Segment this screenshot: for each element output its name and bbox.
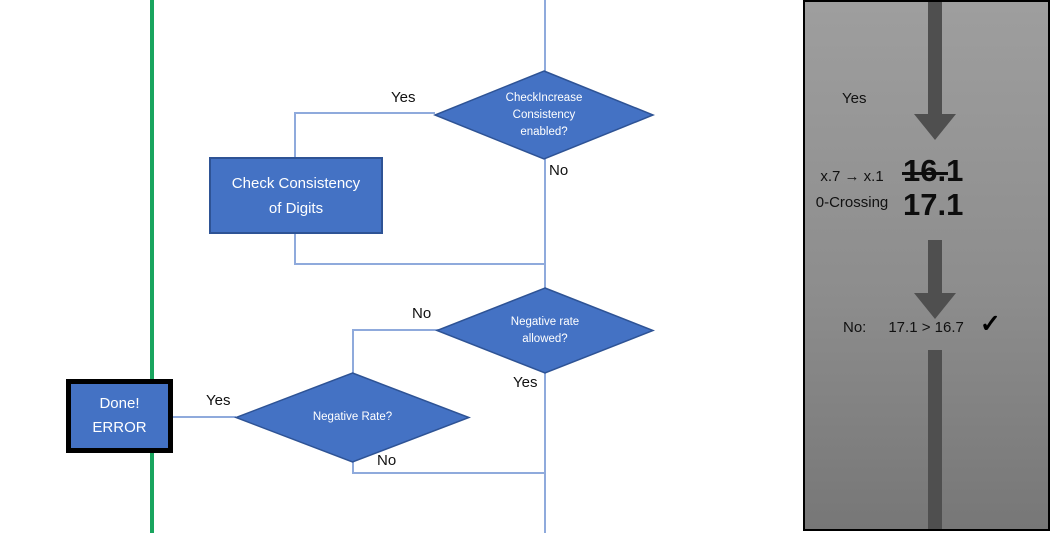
label-decision3-yes: Yes <box>206 392 231 409</box>
connector-yes1-horizontal <box>294 112 435 114</box>
label-decision3-no: No <box>377 452 397 469</box>
down-arrow-icon <box>914 293 956 319</box>
connector-yes3-horizontal <box>172 416 236 418</box>
decision-negative-rate-allowed-label: Negative rate allowed? <box>510 315 580 345</box>
decision-check-increase: CheckIncrease Consistency enabled? <box>433 70 655 160</box>
decision-negative-rate: Negative Rate? <box>234 372 471 463</box>
connector-yes1-vertical <box>294 112 296 158</box>
green-divider-line <box>150 0 154 533</box>
connector-main-vertical <box>544 0 546 533</box>
down-arrow-icon <box>914 114 956 140</box>
down-arrow-icon <box>928 240 942 293</box>
decision-negative-rate-allowed: Negative rate allowed? <box>435 287 655 374</box>
value-comparison: 16.1 17.1 <box>901 153 964 222</box>
annotation-panel: Yes x.7 → x.1 0-Crossing 16.1 17.1 No: 1… <box>803 0 1050 531</box>
connector-no3-vertical <box>352 461 354 474</box>
label-decision2-no: No <box>412 305 432 322</box>
connector-return-horizontal <box>294 263 546 265</box>
checkmark-icon: ✓ <box>979 310 1001 338</box>
connector-no3-horizontal <box>352 472 546 474</box>
result-comparison: 17.1 > 16.7 <box>888 318 964 336</box>
label-decision2-yes: Yes <box>513 374 538 391</box>
diamond-shape <box>435 287 655 374</box>
process-check-consistency-label: Check Consistency of Digits <box>231 174 361 217</box>
connector-return-vertical <box>294 234 296 265</box>
process-check-consistency: Check Consistency of Digits <box>209 157 383 234</box>
down-arrow-stem-icon <box>928 350 942 529</box>
terminal-done-error: Done! ERROR <box>66 379 173 453</box>
diamond-shape <box>234 372 471 463</box>
diamond-shape <box>433 70 655 160</box>
label-decision1-yes: Yes <box>391 89 416 106</box>
down-arrow-icon <box>928 2 942 114</box>
connector-no2-vertical <box>352 329 354 374</box>
panel-yes-label: Yes <box>842 90 867 107</box>
label-decision1-no: No <box>549 162 569 179</box>
new-value: 17.1 <box>903 187 964 222</box>
result-prefix: No: <box>843 318 867 336</box>
result-row: No: 17.1 > 16.7 ✓ <box>843 310 1001 339</box>
connector-no2-horizontal <box>352 329 445 331</box>
old-value-struck: 16.1 <box>901 153 964 188</box>
decision-negative-rate-label: Negative Rate? <box>312 411 393 423</box>
terminal-done-error-label: Done! ERROR <box>92 395 147 436</box>
decision-check-increase-label: CheckIncrease Consistency enabled? <box>505 91 583 138</box>
transition-note: x.7 → x.1 0-Crossing <box>815 168 889 211</box>
